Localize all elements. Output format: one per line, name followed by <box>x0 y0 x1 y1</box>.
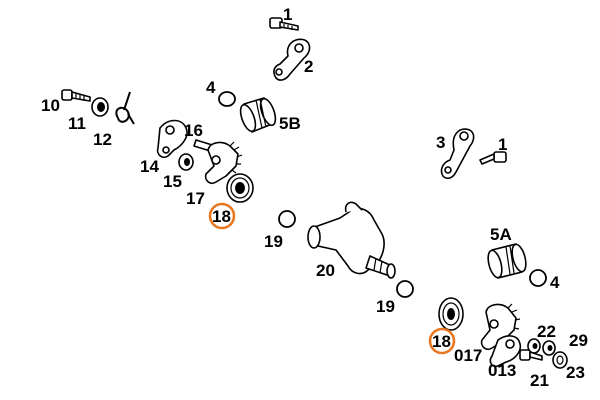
highlight-circle-part-18-right <box>428 327 456 355</box>
spring-part-12 <box>115 91 135 125</box>
lever-part-3 <box>440 128 475 180</box>
bushing-part-11 <box>91 97 109 117</box>
label-part-1-right: 1 <box>498 135 507 154</box>
label-part-10: 10 <box>41 96 60 115</box>
label-part-21: 21 <box>530 371 549 390</box>
label-part-3: 3 <box>436 133 445 152</box>
label-part-18-right: 18 <box>432 332 451 351</box>
o-ring-part-19-left <box>278 210 296 228</box>
label-part-5b: 5B <box>279 114 301 133</box>
spring-part-23 <box>552 351 568 369</box>
gear-segment-part-17 <box>204 141 243 185</box>
label-part-017: 017 <box>454 346 482 365</box>
screw-part-1-top <box>269 17 299 31</box>
bolt-part-21 <box>519 349 543 361</box>
lever-part-2 <box>273 38 311 81</box>
label-part-23: 23 <box>566 363 585 382</box>
washer-part-29 <box>542 340 556 356</box>
screw-part-1-right <box>479 151 507 165</box>
bolt-part-10 <box>61 89 91 102</box>
label-part-18-left: 18 <box>212 207 231 226</box>
o-ring-part-4-right <box>529 269 547 287</box>
bearing-part-18-left <box>226 173 254 203</box>
label-part-12: 12 <box>93 130 112 149</box>
label-part-5a: 5A <box>490 225 512 244</box>
label-part-17: 17 <box>186 189 205 208</box>
label-part-1-top: 1 <box>283 5 292 24</box>
label-part-11: 11 <box>68 114 86 133</box>
label-part-20: 20 <box>316 261 335 280</box>
roller-part-5a <box>487 243 527 279</box>
bearing-part-18-right <box>438 297 464 331</box>
label-part-19-right: 19 <box>376 297 395 316</box>
washer-part-22 <box>527 338 541 354</box>
label-part-4-right: 4 <box>550 273 560 292</box>
highlight-circle-part-18-left <box>208 202 236 230</box>
label-part-29: 29 <box>569 331 588 350</box>
label-part-22: 22 <box>537 322 556 341</box>
label-part-15: 15 <box>163 172 182 191</box>
roller-part-5b <box>239 97 277 133</box>
label-part-14: 14 <box>140 157 159 176</box>
label-part-4-top: 4 <box>206 78 216 97</box>
o-ring-part-19-right <box>396 280 414 298</box>
label-part-013: 013 <box>488 361 516 380</box>
washer-part-15 <box>178 153 194 171</box>
lever-arm-part-013 <box>489 335 522 368</box>
label-part-19-left: 19 <box>264 232 283 251</box>
label-part-16: 16 <box>184 121 203 140</box>
lever-arm-part-14 <box>156 119 188 159</box>
shift-drum-part-20 <box>307 201 396 279</box>
o-ring-part-4-top <box>218 91 236 107</box>
label-part-2: 2 <box>304 57 313 76</box>
